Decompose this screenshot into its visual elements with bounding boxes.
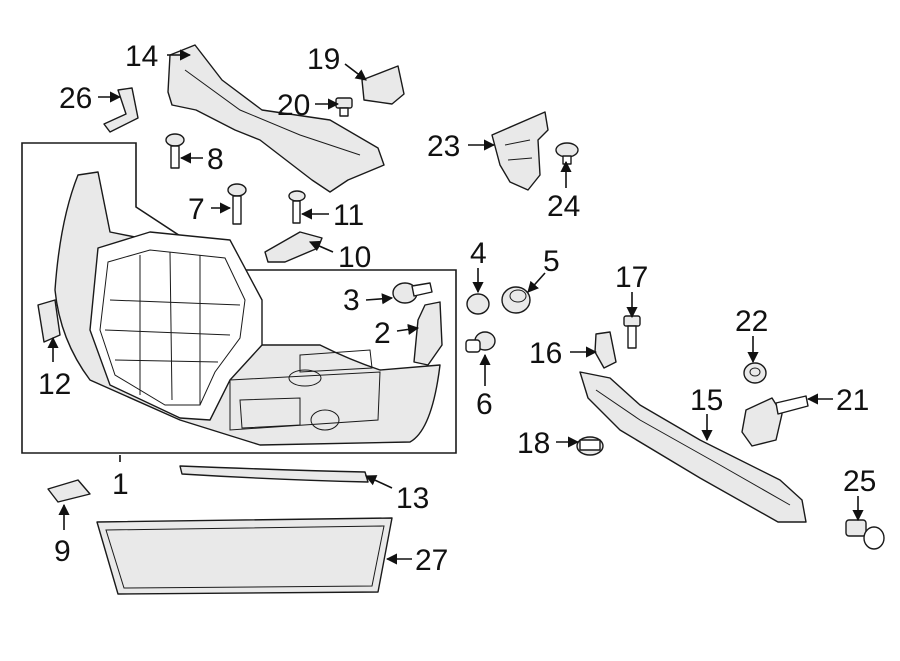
mount-21[interactable] (741, 395, 809, 447)
nut-5[interactable] (501, 286, 531, 314)
callout-4: 4 (470, 237, 487, 270)
callout-22: 22 (735, 305, 768, 338)
callout-26: 26 (59, 82, 92, 115)
bolt-7[interactable] (227, 183, 247, 225)
callout-3: 3 (343, 284, 360, 317)
leader-lines (47, 49, 864, 565)
callout-2: 2 (374, 317, 391, 350)
callout-24: 24 (547, 190, 580, 223)
callout-8: 8 (207, 143, 224, 176)
bracket-19[interactable] (361, 65, 405, 105)
bracket-16[interactable] (594, 331, 617, 369)
callout-15: 15 (690, 384, 723, 417)
bolt-11[interactable] (288, 190, 306, 224)
bracket-2[interactable] (413, 301, 443, 366)
callout-27: 27 (415, 544, 448, 577)
callout-19: 19 (307, 43, 340, 76)
clip-3[interactable] (392, 282, 433, 304)
callout-5: 5 (543, 245, 560, 278)
callout-23: 23 (427, 130, 460, 163)
callout-10: 10 (338, 241, 371, 274)
bumper-assembly-frame (21, 142, 457, 454)
plug-6[interactable] (465, 331, 496, 353)
callout-20: 20 (277, 89, 310, 122)
trim-strip-13[interactable] (179, 465, 369, 483)
grommet-4[interactable] (466, 293, 490, 315)
callout-12: 12 (38, 368, 71, 401)
callout-18: 18 (517, 427, 550, 460)
callout-7: 7 (188, 193, 205, 226)
callout-21: 21 (836, 384, 869, 417)
callout-11: 11 (333, 199, 364, 232)
callout-6: 6 (476, 388, 493, 421)
plug-18[interactable] (576, 436, 604, 456)
callout-17: 17 (615, 261, 648, 294)
lower-cover-27[interactable] (96, 517, 393, 595)
bolt-8[interactable] (165, 133, 185, 169)
clip-9[interactable] (47, 479, 91, 503)
callout-25: 25 (843, 465, 876, 498)
impact-bar-15[interactable] (579, 371, 807, 523)
callout-9: 9 (54, 535, 71, 568)
clip-25[interactable] (845, 519, 885, 550)
upper-carrier-14[interactable] (167, 44, 385, 193)
bracket-10[interactable] (264, 231, 323, 263)
trim-cover-12[interactable] (37, 299, 61, 343)
callout-16: 16 (529, 337, 562, 370)
bracket-26[interactable] (103, 87, 139, 133)
callout-14: 14 (125, 40, 158, 73)
callout-labels: 1 2 3 4 5 6 7 8 9 10 11 12 13 14 15 16 1… (38, 40, 876, 577)
screw-20[interactable] (335, 97, 353, 117)
bumper-cover[interactable] (54, 171, 441, 446)
callout-1: 1 (112, 468, 129, 501)
bolt-17[interactable] (623, 315, 641, 349)
callout-13: 13 (396, 482, 429, 515)
bracket-23[interactable] (491, 111, 549, 191)
nut-22[interactable] (743, 362, 767, 384)
screw-24[interactable] (555, 142, 579, 165)
